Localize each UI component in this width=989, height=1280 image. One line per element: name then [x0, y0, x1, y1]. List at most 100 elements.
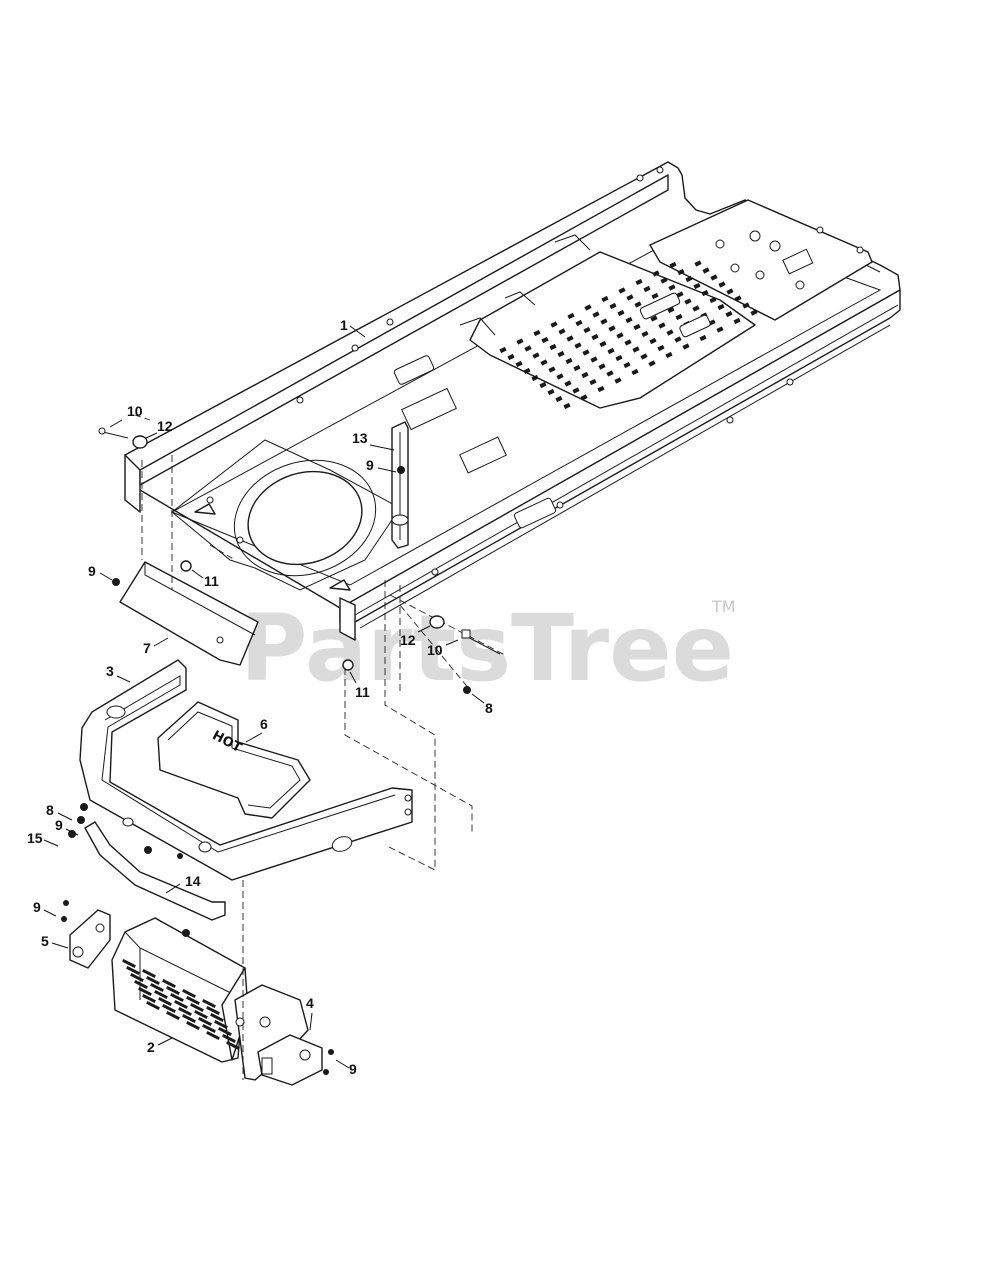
watermark-trademark: TM [711, 597, 736, 616]
perforation-hole [583, 326, 591, 334]
perforation-hole [623, 361, 631, 369]
perforation-hole [726, 288, 734, 295]
perforation-hole [631, 368, 639, 376]
perforation-hole [709, 296, 717, 304]
perforation-hole [634, 301, 642, 308]
perforation-hole [617, 309, 625, 317]
perforation-hole [584, 304, 592, 311]
screw-icon [177, 853, 183, 859]
vent-slot [138, 986, 152, 997]
perforation-hole [685, 275, 693, 283]
vent-slot [142, 968, 156, 979]
perforation-hole [699, 334, 707, 342]
vent-slot [122, 958, 136, 969]
perforation-hole [615, 354, 623, 362]
screw-icon [112, 578, 120, 586]
bolt-icon [461, 629, 501, 655]
perforation-hole [601, 295, 609, 303]
perforation-pattern [499, 260, 758, 410]
perforation-hole [657, 344, 665, 352]
callout-12: 12 [157, 418, 173, 434]
callout-6: 6 [260, 716, 268, 732]
perforation-hole [573, 364, 581, 372]
vent-slot [146, 1000, 160, 1011]
perforation-hole [717, 303, 725, 311]
perforation-hole [558, 328, 566, 335]
vent-slot [210, 1012, 224, 1023]
callout-9: 9 [88, 563, 96, 579]
perforation-hole [609, 302, 617, 310]
perforation-hole [556, 373, 564, 380]
vent-slot [126, 965, 140, 976]
callout-8: 8 [485, 700, 493, 716]
vent-slot [198, 1016, 212, 1027]
screw-icon [182, 929, 190, 937]
perforation-hole [549, 343, 557, 351]
nut-icon [342, 659, 354, 671]
perforation-hole [677, 268, 685, 276]
muffler-shield-part-2 [111, 917, 249, 1063]
vent-slot [162, 1003, 176, 1014]
perforation-hole [565, 357, 573, 365]
perforation-hole [614, 377, 622, 384]
perforation-hole [742, 302, 750, 309]
perforation-hole [539, 381, 547, 389]
perforation-hole [564, 380, 572, 387]
callout-9: 9 [349, 1061, 357, 1077]
perforation-hole [674, 336, 682, 343]
perforation-hole [618, 287, 626, 294]
perforation-hole [616, 332, 624, 339]
perforation-hole [692, 305, 700, 312]
perforation-hole [599, 340, 607, 348]
callout-9: 9 [55, 817, 63, 833]
perforation-hole [641, 330, 649, 338]
perforation-hole [676, 291, 684, 298]
strap-part-14 [84, 821, 226, 921]
perforation-hole [716, 326, 724, 333]
callout-11: 11 [355, 684, 370, 700]
vent-slot [218, 1026, 232, 1037]
vent-slot [202, 998, 216, 1009]
hot-decal-part-6: HOT [157, 701, 311, 819]
perforation-hole [581, 371, 589, 379]
perforation-hole [555, 395, 563, 403]
perforation-hole [643, 285, 651, 293]
perforation-hole [684, 298, 692, 305]
perforation-hole [725, 310, 733, 318]
callout-14: 14 [185, 873, 201, 889]
perforation-hole [532, 352, 540, 359]
hardware [61, 427, 501, 1075]
perforation-hole [607, 347, 615, 355]
vent-slot [190, 1002, 204, 1013]
bracket-part-4 [234, 984, 323, 1086]
perforation-hole [575, 319, 583, 327]
perforation-hole [582, 349, 590, 356]
perforation-hole [557, 350, 565, 358]
vent-slot [186, 995, 200, 1006]
callout-4: 4 [306, 995, 314, 1011]
perforation-hole [541, 336, 549, 344]
muffler-vent-slots [122, 958, 240, 1051]
perforation-hole [652, 270, 660, 277]
perforation-hole [574, 342, 582, 349]
perforation-hole [650, 315, 658, 322]
perforation-hole [648, 360, 656, 367]
vent-slot [162, 978, 176, 989]
vent-slot [174, 999, 188, 1010]
muffler-guard-part-3 [79, 659, 413, 881]
vent-slot [146, 975, 160, 986]
callout-3: 3 [106, 663, 114, 679]
perforation-hole [734, 295, 742, 302]
callout-7: 7 [143, 640, 151, 656]
callout-8: 8 [46, 802, 54, 818]
perforation-hole [702, 267, 710, 274]
watermark-text: PartsTree [240, 595, 734, 702]
screw-icon [397, 466, 405, 474]
screw-icon [63, 900, 69, 906]
vent-slot [154, 989, 168, 1000]
bolt-icon [98, 427, 129, 439]
perforation-hole [531, 374, 539, 382]
callout-9: 9 [366, 457, 374, 473]
perforation-hole [649, 337, 657, 345]
